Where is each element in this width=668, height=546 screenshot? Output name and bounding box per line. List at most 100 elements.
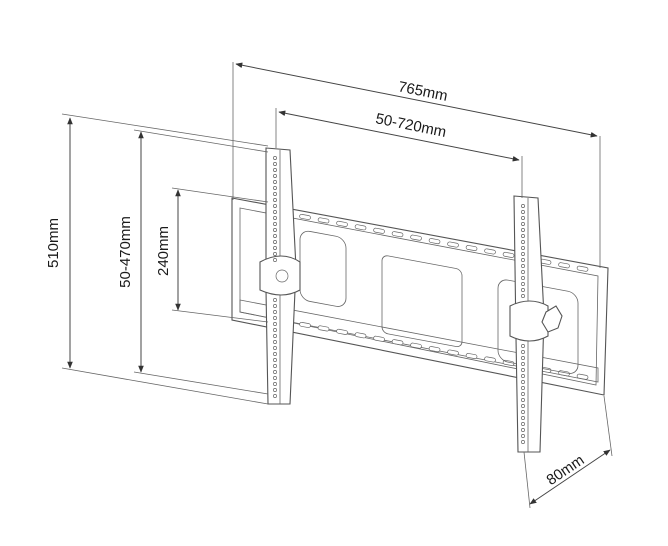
slot	[299, 213, 311, 220]
mount-hole	[521, 252, 525, 256]
slot	[484, 356, 496, 363]
slot	[317, 325, 330, 332]
mount-hole	[273, 162, 277, 166]
dimension-plate-height: 240mm	[155, 187, 269, 323]
mount-hole	[273, 304, 277, 308]
mount-hole	[521, 356, 525, 360]
mount-hole	[273, 210, 277, 214]
mount-hole	[273, 222, 277, 226]
slot	[336, 328, 348, 335]
mount-hole	[273, 252, 277, 256]
mount-hole	[273, 186, 277, 190]
mount-hole	[273, 346, 277, 350]
slot	[465, 245, 478, 252]
mount-hole	[273, 388, 277, 392]
dimension-overall-height: 510mm	[45, 113, 269, 405]
mount-hole	[273, 322, 277, 326]
mount-hole	[273, 382, 277, 386]
right-bracket	[509, 195, 563, 453]
slot	[558, 262, 570, 269]
mount-hole	[521, 368, 525, 372]
mount-hole	[273, 352, 277, 356]
slot	[391, 231, 404, 238]
mount-hole	[273, 376, 277, 380]
slot	[576, 265, 589, 272]
slot	[428, 238, 441, 245]
mount-hole	[521, 386, 525, 390]
mount-hole	[273, 358, 277, 362]
mount-hole	[521, 434, 525, 438]
mount-hole	[273, 328, 277, 332]
hole-spacing-horizontal-label: 50-720mm	[374, 110, 448, 141]
mount-hole	[273, 258, 277, 262]
mount-hole	[273, 228, 277, 232]
overall-height-label: 510mm	[45, 218, 62, 268]
mount-hole	[521, 234, 525, 238]
mount-hole	[273, 168, 277, 172]
mount-hole	[521, 428, 525, 432]
mount-hole	[273, 216, 277, 220]
mount-hole	[273, 370, 277, 374]
slot	[447, 349, 459, 356]
right-bracket-holes	[521, 204, 525, 444]
left-bracket	[259, 147, 301, 405]
mount-hole	[521, 246, 525, 250]
mount-hole	[521, 204, 525, 208]
slot	[299, 321, 311, 328]
depth-label: 80mm	[543, 452, 587, 489]
mount-hole	[521, 350, 525, 354]
dimension-hole-spacing-vertical: 50-470mm	[117, 129, 269, 395]
mount-hole	[521, 374, 525, 378]
mount-hole	[273, 364, 277, 368]
dimension-hole-spacing-horizontal: 50-720mm	[275, 108, 523, 198]
mount-hole	[521, 416, 525, 420]
mount-hole	[521, 380, 525, 384]
mount-hole	[521, 282, 525, 286]
slot	[373, 227, 385, 234]
slot	[391, 339, 404, 346]
slot	[465, 353, 478, 360]
slot	[336, 220, 348, 227]
mount-hole	[521, 288, 525, 292]
mount-hole	[273, 340, 277, 344]
mount-hole	[273, 204, 277, 208]
slot	[373, 335, 385, 342]
bottom-slot-row	[299, 321, 589, 380]
mount-hole	[521, 422, 525, 426]
slot	[354, 224, 367, 231]
slot	[428, 346, 441, 353]
mount-hole	[273, 234, 277, 238]
mount-hole	[521, 264, 525, 268]
mount-hole	[273, 240, 277, 244]
slot	[576, 373, 589, 380]
wall-plate	[231, 197, 609, 396]
mount-hole	[521, 294, 525, 298]
mount-hole	[273, 310, 277, 314]
slot	[502, 251, 515, 258]
mount-hole	[273, 180, 277, 184]
mount-hole	[521, 228, 525, 232]
tilt-knob	[541, 305, 563, 333]
mount-hole	[273, 316, 277, 320]
slot	[447, 241, 459, 248]
center-cutout	[381, 255, 463, 348]
mount-hole	[273, 192, 277, 196]
slot	[317, 217, 330, 224]
left-bracket-holes	[273, 156, 277, 398]
mount-hole	[521, 240, 525, 244]
mount-hole	[521, 344, 525, 348]
mount-hole	[273, 298, 277, 302]
mount-hole	[521, 392, 525, 396]
mount-hole	[521, 398, 525, 402]
mount-hole	[521, 222, 525, 226]
plate-height-label: 240mm	[155, 226, 172, 276]
mount-hole	[521, 210, 525, 214]
mount-hole	[273, 334, 277, 338]
mount-hole	[273, 246, 277, 250]
mount-hole	[521, 362, 525, 366]
slot	[354, 332, 367, 339]
mount-hole	[273, 198, 277, 202]
slot	[410, 342, 422, 349]
mount-hole	[273, 156, 277, 160]
